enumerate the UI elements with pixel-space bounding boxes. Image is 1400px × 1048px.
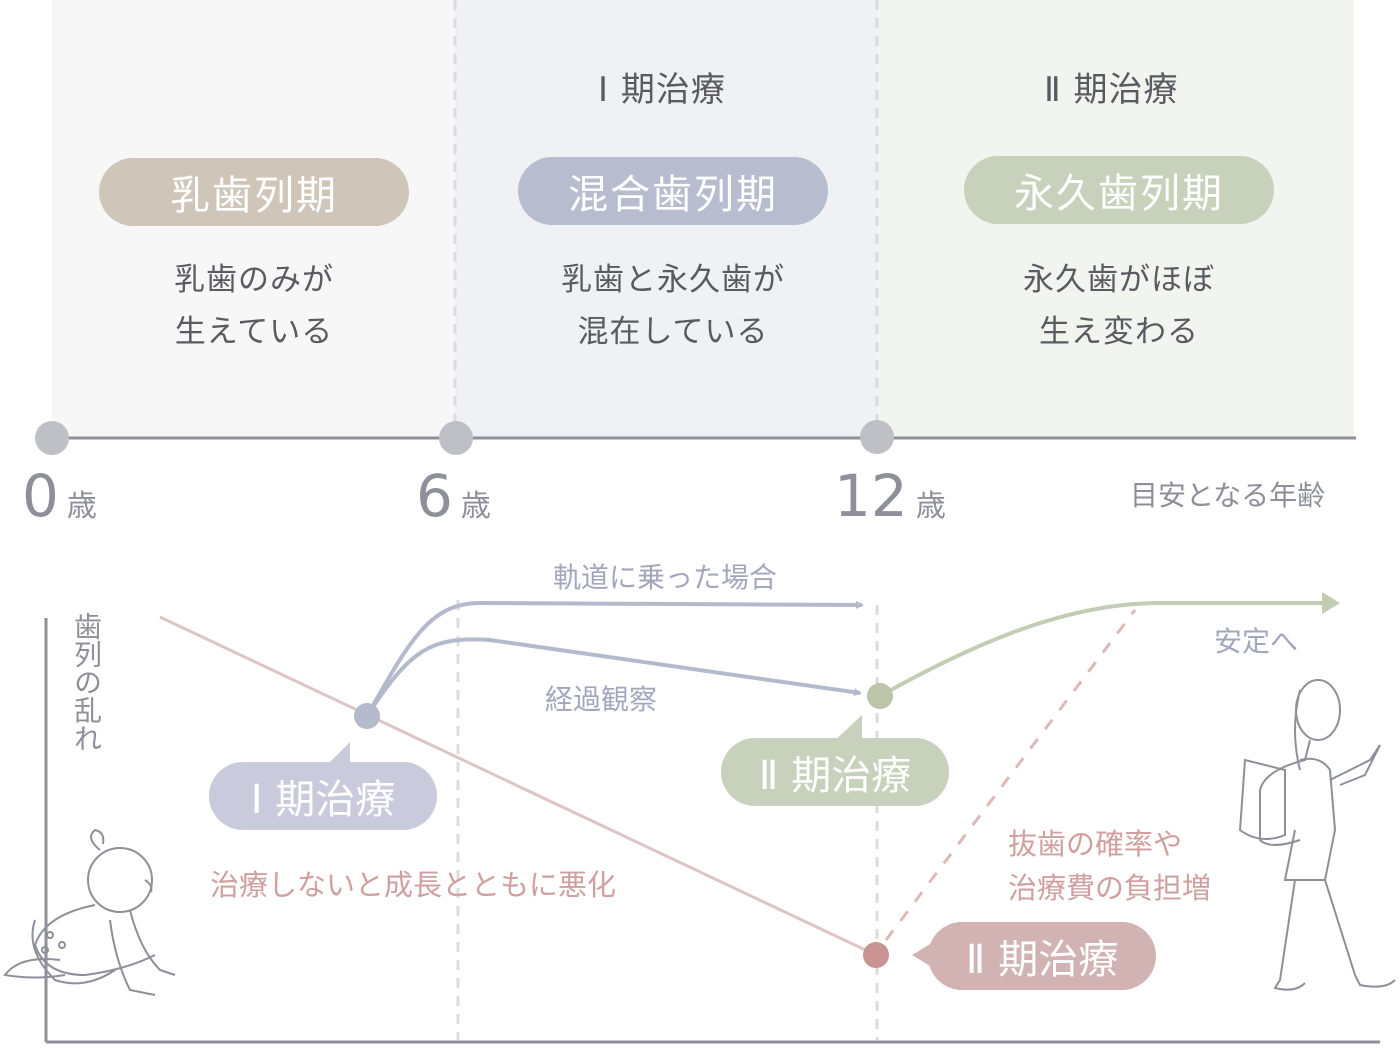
phase1-dot [354, 703, 380, 729]
stage-description: 永久歯がほぼ生え変わる [964, 254, 1274, 358]
on-track-curve [365, 600, 864, 717]
age-caption: 目安となる年齢 [1130, 479, 1326, 512]
desc-line: 混在している [577, 314, 769, 350]
desc-line: 生え変わる [1039, 314, 1199, 350]
stage-pill-mixed: 混合歯列期 [518, 157, 828, 225]
stable-curve [879, 601, 1330, 698]
stable-arrowhead [1322, 592, 1340, 614]
phase2-red-dot [863, 942, 889, 968]
stage-pill-primary: 乳歯列期 [99, 158, 409, 226]
stable-label: 安定へ [1214, 625, 1299, 658]
y-axis-label: 歯列の乱れ [70, 612, 103, 752]
age-unit: 歳 [66, 489, 97, 524]
timeline-dot [35, 421, 69, 455]
stage-pill-permanent: 永久歯列期 [964, 156, 1274, 224]
bubble-tail [830, 715, 862, 745]
on-track-label: 軌道に乗った場合 [553, 561, 778, 594]
desc-line: 永久歯がほぼ [1023, 262, 1215, 298]
age-unit: 歳 [915, 489, 946, 524]
age-number: 12 [834, 462, 908, 530]
observation-label: 経過観察 [545, 683, 658, 716]
timeline-dot [439, 421, 473, 455]
risk-label: 抜歯の確率や治療費の負担増 [1008, 822, 1211, 910]
girl-illustration [1238, 679, 1396, 991]
stage-treatment-label: Ⅱ 期治療 [1044, 70, 1179, 110]
observation-curve [365, 637, 862, 718]
age-unit: 歳 [460, 489, 491, 524]
baby-illustration [3, 828, 176, 996]
risk-line: 抜歯の確率や [1008, 827, 1183, 861]
phase2-red-bubble: Ⅱ 期治療 [928, 922, 1156, 990]
phase1-bubble: Ⅰ 期治療 [209, 762, 437, 830]
age-number: 0 [22, 462, 59, 530]
worsen-label: 治療しないと成長とともに悪化 [210, 868, 617, 902]
desc-line: 生えている [174, 314, 334, 350]
desc-line: 乳歯と永久歯が [561, 262, 785, 298]
desc-line: 乳歯のみが [174, 262, 334, 298]
phase2-green-bubble: Ⅱ 期治療 [721, 738, 949, 806]
stage-treatment-label: Ⅰ 期治療 [598, 70, 726, 110]
timeline-dot [860, 420, 894, 454]
stage-description: 乳歯のみが生えている [99, 254, 409, 358]
phase2-green-dot [867, 683, 893, 709]
risk-line: 治療費の負担増 [1008, 871, 1212, 905]
age-number: 6 [416, 462, 453, 530]
risk-dashed-line [884, 609, 1137, 941]
stage-description: 乳歯と永久歯が混在している [518, 254, 828, 358]
untreated-worsening-line [159, 615, 877, 957]
